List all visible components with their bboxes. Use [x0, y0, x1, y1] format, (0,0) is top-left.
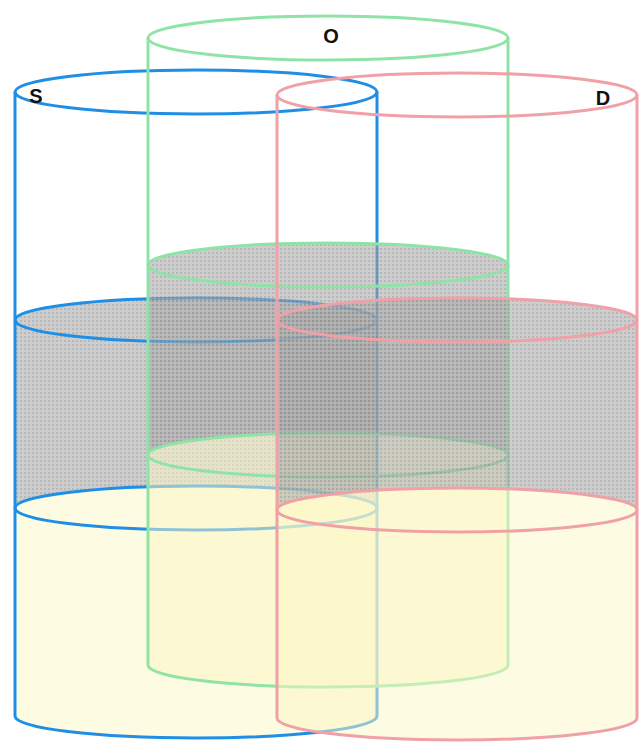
- yellow-layer: [277, 488, 637, 740]
- level-ellipse: [148, 243, 508, 287]
- level-ellipse: [148, 16, 508, 60]
- cylinder-side: [276, 95, 279, 718]
- cylinder-label: D: [596, 88, 610, 108]
- cylinder-side: [14, 92, 17, 716]
- cylinder-side: [147, 38, 150, 665]
- cylinder-side: [636, 95, 639, 718]
- cylinder: D: [273, 69, 641, 744]
- cylinder-outline: [273, 69, 641, 744]
- level-ellipse: [277, 488, 637, 532]
- level-ellipse: [277, 73, 637, 117]
- level-ellipse: [15, 70, 377, 114]
- cylinder-label: O: [323, 26, 339, 46]
- grey-layer: [277, 298, 637, 510]
- level-ellipse: [277, 298, 637, 342]
- cylinder-base: [277, 718, 637, 740]
- cylinder-label: S: [29, 86, 42, 106]
